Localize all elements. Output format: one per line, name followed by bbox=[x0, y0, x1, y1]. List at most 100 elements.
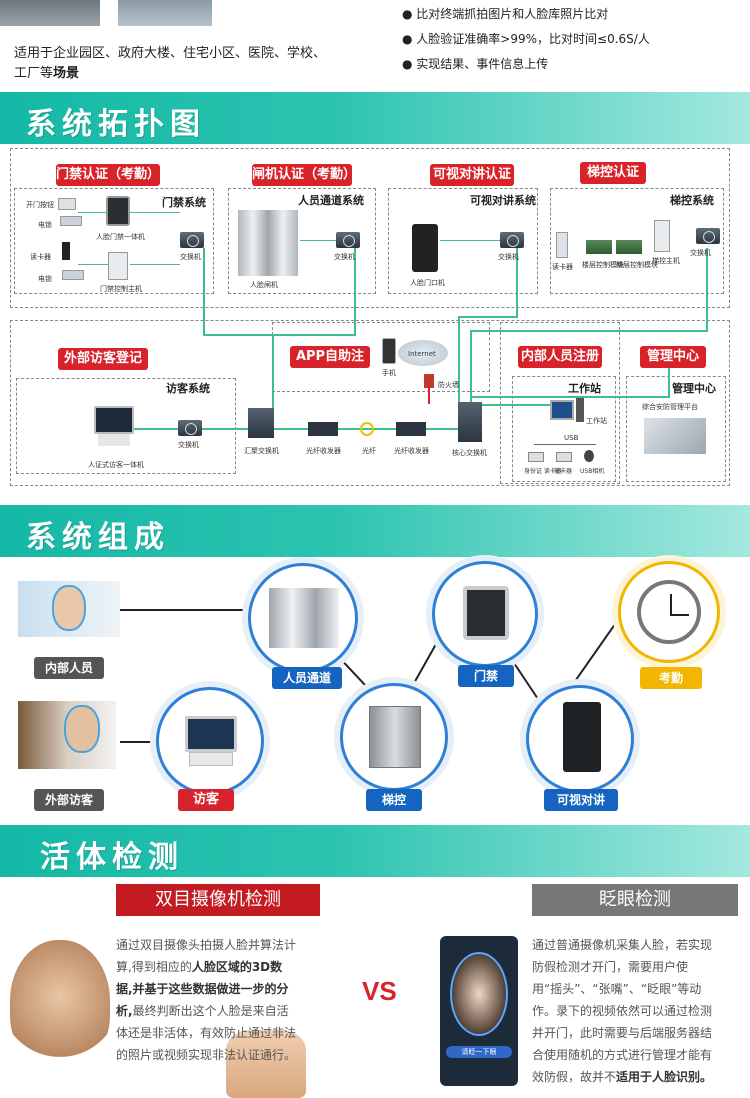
composition-banner: 系统组成 bbox=[0, 505, 750, 557]
intro-photo-1 bbox=[0, 0, 100, 26]
attendance-node bbox=[618, 561, 720, 663]
topology-banner: 系统拓扑图 bbox=[0, 92, 750, 144]
tag-visitor-register: 外部访客登记 bbox=[58, 348, 148, 370]
intro-photo-2 bbox=[118, 0, 212, 26]
label-face-intercom: 人脸门口机 bbox=[410, 279, 445, 287]
platform-device bbox=[644, 418, 706, 454]
tag-staff-register: 内部人员注册 bbox=[518, 346, 602, 368]
clock-icon bbox=[637, 580, 701, 644]
elevator-icon bbox=[369, 706, 421, 768]
switch-icon bbox=[696, 228, 720, 244]
sys-door: 门禁系统 bbox=[162, 196, 206, 209]
label-visitor-terminal: 人证式访客一体机 bbox=[88, 461, 144, 469]
label-platform: 综合安防管理平台 bbox=[642, 403, 698, 411]
label-elevator-host: 梯控主机 bbox=[652, 257, 680, 265]
binocular-title: 双目摄像机检测 bbox=[116, 884, 320, 916]
topology-diagram: 门禁认证（考勤） 闸机认证（考勤） 可视对讲认证 梯控认证 外部访客登记 APP… bbox=[0, 144, 750, 490]
label-switch: 交换机 bbox=[180, 253, 201, 261]
thumbs-up-image bbox=[226, 1030, 306, 1098]
binocular-description: 通过双目摄像头拍摄人脸并算法计算,得到相应的人脸区域的3D数据,并基于这些数据做… bbox=[116, 938, 297, 1062]
tag-elevator-auth: 梯控认证 bbox=[580, 162, 646, 184]
label-lock-2: 电锁 bbox=[38, 275, 52, 283]
blink-title: 眨眼检测 bbox=[532, 884, 738, 916]
label-switch: 交换机 bbox=[498, 253, 519, 261]
intercom-icon bbox=[563, 702, 601, 772]
label-agg-switch: 汇聚交换机 bbox=[244, 447, 279, 455]
label-firewall: 防火墙 bbox=[438, 381, 459, 389]
id-reader-device bbox=[528, 452, 544, 462]
3d-face-image bbox=[10, 940, 110, 1066]
lock-device bbox=[62, 270, 84, 280]
label-floor-module-1: 楼层控制模块 bbox=[582, 261, 624, 269]
section-title: 系统组成 bbox=[26, 520, 170, 555]
card-issuer-device bbox=[556, 452, 572, 462]
floor-module-device bbox=[586, 240, 612, 254]
reader-device bbox=[62, 242, 70, 260]
label-id-reader: 身份证 读卡器 bbox=[524, 468, 562, 475]
label-fiber-2: 光纤收发器 bbox=[394, 447, 429, 455]
bullet-item: ● 实现结果、事件信息上传 bbox=[402, 57, 549, 71]
intercom-tag: 可视对讲 bbox=[544, 789, 618, 811]
core-switch-device bbox=[458, 402, 482, 442]
blink-phone-image: 请眨一下眼 bbox=[440, 936, 518, 1086]
label-reader: 读卡器 bbox=[552, 263, 573, 271]
passage-node bbox=[248, 563, 358, 673]
internal-staff-tag: 内部人员 bbox=[34, 657, 104, 679]
sys-management: 管理中心 bbox=[672, 382, 716, 395]
composition-diagram: 内部人员 外部访客 访客 人员通道 梯控 门禁 可视对讲 考勤 bbox=[0, 557, 750, 822]
face-door-icon bbox=[463, 586, 509, 640]
elevator-node bbox=[340, 683, 448, 791]
bullet-item: ● 人脸验证准确率>99%，比对时间≤0.6S/人 bbox=[402, 32, 650, 46]
phone-device bbox=[382, 338, 396, 364]
label-switch: 交换机 bbox=[690, 249, 711, 257]
lock-device bbox=[60, 216, 82, 226]
label-phone: 手机 bbox=[382, 369, 396, 377]
label-switch: 交换机 bbox=[334, 253, 355, 261]
face-door-device bbox=[106, 196, 130, 226]
phone-caption: 请眨一下眼 bbox=[446, 1046, 512, 1058]
label-switch: 交换机 bbox=[178, 441, 199, 449]
label-fiber-1: 光纤收发器 bbox=[306, 447, 341, 455]
switch-icon bbox=[500, 232, 524, 248]
scene-line-2-bold: 场景 bbox=[53, 66, 80, 81]
fiber-icon bbox=[360, 422, 374, 436]
feature-bullets: ● 比对终端抓拍图片和人脸库照片比对 ● 人脸验证准确率>99%，比对时间≤0.… bbox=[402, 2, 742, 77]
door-controller-device bbox=[108, 252, 128, 280]
intercom-device bbox=[412, 224, 438, 272]
label-workstation: 工作站 bbox=[586, 417, 607, 425]
door-node bbox=[432, 561, 538, 667]
label-internet: Internet bbox=[408, 350, 436, 358]
passage-tag: 人员通道 bbox=[272, 667, 342, 689]
visitor-terminal-icon bbox=[185, 716, 237, 752]
label-face-door: 人脸门禁一体机 bbox=[96, 233, 145, 241]
scene-text: 适用于企业园区、政府大楼、住宅小区、医院、学校、 工厂等场景 bbox=[14, 44, 374, 84]
sys-gate: 人员通道系统 bbox=[298, 194, 364, 207]
tag-intercom-auth: 可视对讲认证 bbox=[430, 164, 514, 186]
face-icon bbox=[52, 585, 86, 631]
workstation-device bbox=[550, 400, 574, 420]
elevator-host-device bbox=[654, 220, 670, 252]
switch-icon bbox=[178, 420, 202, 436]
aggregation-switch-device bbox=[248, 408, 274, 438]
scene-line-2: 工厂等 bbox=[14, 66, 54, 81]
sys-elevator: 梯控系统 bbox=[670, 194, 714, 207]
label-card-reader: 读卡器 bbox=[30, 253, 51, 261]
face-icon bbox=[64, 705, 100, 753]
floor-module-device bbox=[616, 240, 642, 254]
elevator-tag: 梯控 bbox=[366, 789, 422, 811]
attendance-tag: 考勤 bbox=[640, 667, 702, 689]
visitor-node bbox=[156, 687, 264, 795]
tag-app-register: APP自助注册 bbox=[290, 346, 370, 386]
fiber-transceiver-device bbox=[396, 422, 426, 436]
label-usb-camera: USB相机 bbox=[580, 468, 605, 475]
liveness-banner: 活体检测 bbox=[0, 825, 750, 877]
gate-device bbox=[238, 210, 298, 276]
door-button-device bbox=[58, 198, 76, 210]
switch-icon bbox=[180, 232, 204, 248]
bullet-item: ● 比对终端抓拍图片和人脸库照片比对 bbox=[402, 7, 609, 21]
sys-workstation: 工作站 bbox=[568, 382, 601, 395]
intercom-node bbox=[526, 685, 634, 793]
visitor-terminal-device bbox=[94, 406, 134, 434]
switch-icon bbox=[336, 232, 360, 248]
label-floor-module-2: 楼层控制模块 bbox=[616, 261, 658, 269]
